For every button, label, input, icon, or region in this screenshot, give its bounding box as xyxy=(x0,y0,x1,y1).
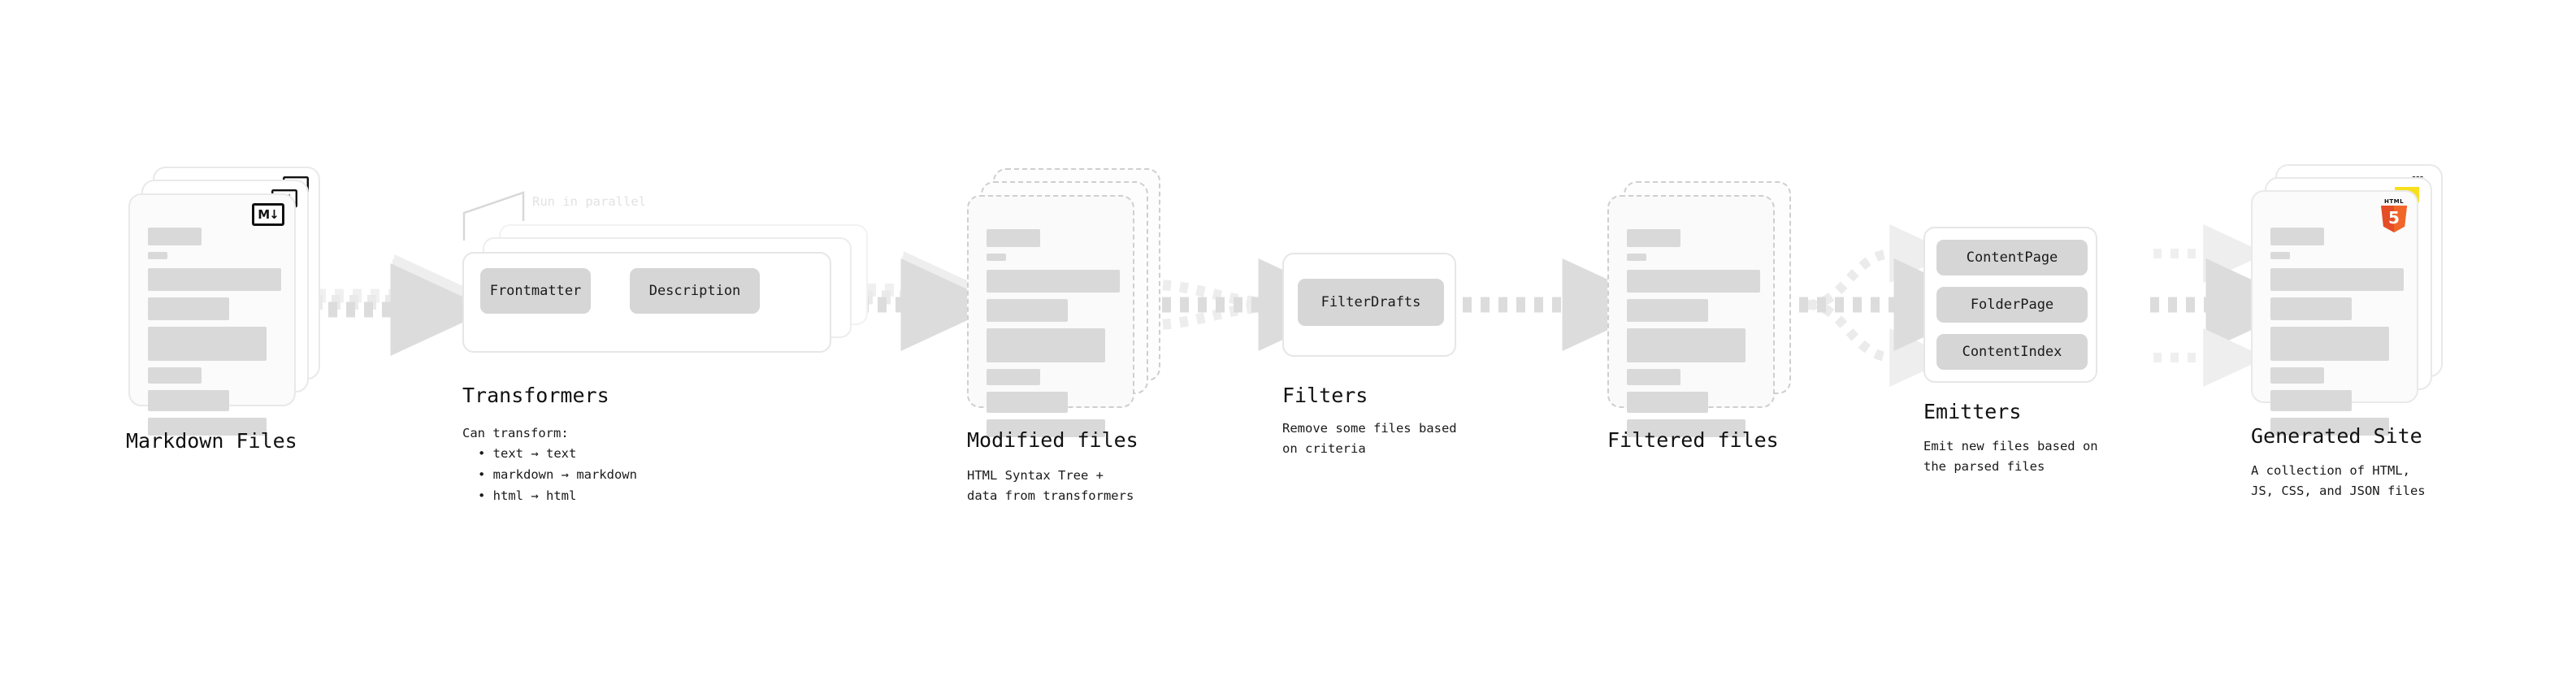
markdown-card-front: M↓ xyxy=(128,193,296,436)
skeleton-line xyxy=(1627,369,1680,385)
modified-desc-line: data from transformers xyxy=(967,488,1134,503)
transformer-panel-front[interactable]: Frontmatter Description xyxy=(462,252,831,353)
skeleton-line xyxy=(148,418,267,436)
emitter-pill-contentpage[interactable]: ContentPage xyxy=(1936,240,2088,275)
modified-desc-line: HTML Syntax Tree + xyxy=(967,468,1104,483)
skeleton-line xyxy=(2270,252,2290,259)
markdown-badge: M↓ xyxy=(252,203,284,226)
skeleton-line xyxy=(1627,270,1760,293)
html5-icon-five: 5 xyxy=(2388,208,2400,228)
emitters-panel[interactable]: ContentPage FolderPage ContentIndex xyxy=(1923,227,2097,383)
skeleton-line xyxy=(2270,327,2389,361)
emitters-desc-line: the parsed files xyxy=(1923,459,2045,474)
skeleton-line xyxy=(148,390,229,411)
generated-card-front: HTML 5 xyxy=(2251,190,2418,436)
skeleton-line xyxy=(148,367,202,384)
skeleton-line xyxy=(1627,299,1708,322)
emitters-desc-line: Emit new files based on xyxy=(1923,439,2098,453)
stage-title-filters: Filters xyxy=(1282,384,1368,407)
filter-pill-filterdrafts[interactable]: FilterDrafts xyxy=(1298,279,1444,326)
stage-title-filtered: Filtered files xyxy=(1607,428,1779,452)
skeleton-line xyxy=(987,328,1105,362)
skeleton-line xyxy=(1627,254,1646,261)
skeleton-line xyxy=(2270,390,2352,411)
skeleton-line xyxy=(987,270,1120,293)
skeleton-line xyxy=(987,254,1006,261)
stage-title-emitters: Emitters xyxy=(1923,400,2022,423)
skeleton-line xyxy=(148,268,281,291)
arrow-markdown-to-transformers xyxy=(310,254,491,356)
emitter-pill-folderpage[interactable]: FolderPage xyxy=(1936,287,2088,323)
emitter-pill-contentindex[interactable]: ContentIndex xyxy=(1936,334,2088,370)
generated-desc-line: A collection of HTML, xyxy=(2251,463,2410,478)
skeleton-line xyxy=(987,369,1040,385)
html5-icon: HTML 5 xyxy=(2379,198,2409,232)
skeleton-line xyxy=(1627,419,1746,437)
transformer-pill-description[interactable]: Description xyxy=(630,268,760,314)
skeleton-line xyxy=(2270,297,2352,320)
skeleton-line xyxy=(987,229,1040,247)
skeleton-line xyxy=(2270,228,2324,245)
skeleton-line xyxy=(1627,229,1680,247)
transformers-desc-item: • text → text xyxy=(478,446,577,461)
html5-icon-label: HTML xyxy=(2383,198,2405,205)
html5-shield-highlight xyxy=(2394,206,2407,232)
modified-card-front xyxy=(967,195,1134,437)
transformers-desc-item: • markdown → markdown xyxy=(478,467,637,482)
stage-title-generated: Generated Site xyxy=(2251,424,2422,448)
skeleton-line xyxy=(2270,418,2389,436)
run-in-parallel-label: Run in parallel xyxy=(532,194,646,209)
stage-title-markdown: Markdown Files xyxy=(126,429,297,453)
transformers-desc-heading: Can transform: xyxy=(462,426,569,440)
skeleton-line xyxy=(148,297,229,320)
arrow-filtered-to-emitters xyxy=(1781,224,1994,387)
skeleton-line xyxy=(1627,392,1708,413)
filtered-card-front xyxy=(1607,195,1775,437)
skeleton-line xyxy=(987,392,1068,413)
transformers-desc-item: • html → html xyxy=(478,488,577,503)
skeleton-line xyxy=(148,252,167,259)
transformer-pill-frontmatter[interactable]: Frontmatter xyxy=(480,268,591,314)
skeleton-line xyxy=(987,419,1105,437)
skeleton-line xyxy=(2270,268,2404,291)
skeleton-line xyxy=(148,327,267,361)
skeleton-line xyxy=(987,299,1068,322)
skeleton-line xyxy=(148,228,202,245)
skeleton-line xyxy=(1627,328,1746,362)
filters-desc-line: on criteria xyxy=(1282,441,1366,456)
arrow-modified-to-filters xyxy=(1144,258,1359,351)
filters-panel[interactable]: FilterDrafts xyxy=(1282,253,1456,357)
generated-desc-line: JS, CSS, and JSON files xyxy=(2251,484,2426,498)
arrow-emitters-to-generated xyxy=(2150,224,2306,387)
skeleton-line xyxy=(2270,367,2324,384)
stage-title-transformers: Transformers xyxy=(462,384,609,407)
filters-desc-line: Remove some files based xyxy=(1282,421,1457,436)
stage-title-modified: Modified files xyxy=(967,428,1138,452)
